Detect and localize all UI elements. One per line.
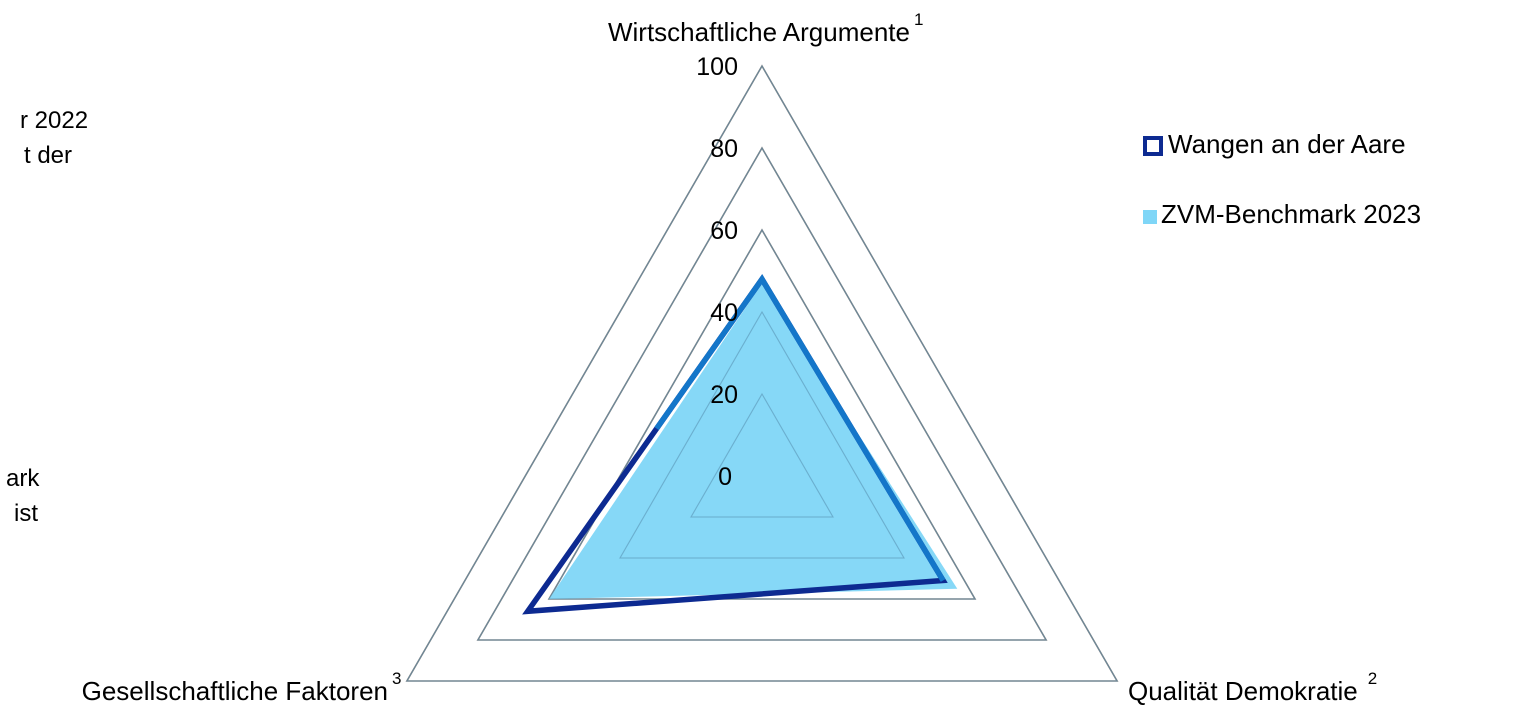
radial-tick-labels: 0 20 40 60 80 100 — [696, 53, 738, 491]
chart-legend: Wangen an der Aare ZVM-Benchmark 2023 — [1143, 125, 1421, 233]
axis-label: Qualität Demokratie — [1128, 676, 1358, 705]
legend-item-wangen: Wangen an der Aare — [1143, 125, 1421, 163]
axis-label-footnote: 3 — [392, 669, 401, 688]
legend-label: ZVM-Benchmark 2023 — [1161, 199, 1422, 229]
tick-label: 80 — [710, 135, 738, 163]
tick-label: 100 — [696, 53, 738, 81]
tick-label: 60 — [710, 217, 738, 245]
cropped-text-bottom: ark ist — [0, 461, 39, 531]
cropped-text-line: ark — [6, 465, 40, 492]
legend-swatch-outline-icon — [1143, 136, 1163, 156]
legend-swatch-filled-icon — [1143, 210, 1157, 224]
series-line-wangen-highlight — [525, 274, 946, 613]
radar-series — [406, 65, 1118, 682]
axis-label-footnote: 2 — [1368, 669, 1377, 688]
cropped-text-line: t der — [24, 142, 73, 169]
grid-ring-overlay — [477, 147, 1047, 641]
grid-ring-overlay — [690, 392, 834, 518]
series-area-benchmark — [549, 283, 958, 599]
tick-label: 0 — [718, 463, 732, 491]
tick-label: 40 — [710, 299, 738, 327]
cropped-text-line: r 2022 — [20, 107, 89, 134]
legend-item-benchmark: ZVM-Benchmark 2023 — [1143, 195, 1421, 233]
grid-ring-overlay — [406, 65, 1118, 682]
cropped-text-line: ist — [14, 500, 38, 527]
legend-label: Wangen an der Aare — [1168, 129, 1406, 159]
tick-label: 20 — [710, 381, 738, 409]
cropped-text-top: r 2022 t der — [0, 103, 88, 173]
axis-label: Wirtschaftliche Argumente — [608, 17, 910, 47]
grid-ring-overlay — [548, 228, 976, 600]
grid-ring-overlay — [619, 310, 905, 559]
axis-label: Gesellschaftliche Faktoren — [82, 676, 388, 705]
axis-label-footnote: 1 — [914, 10, 923, 29]
